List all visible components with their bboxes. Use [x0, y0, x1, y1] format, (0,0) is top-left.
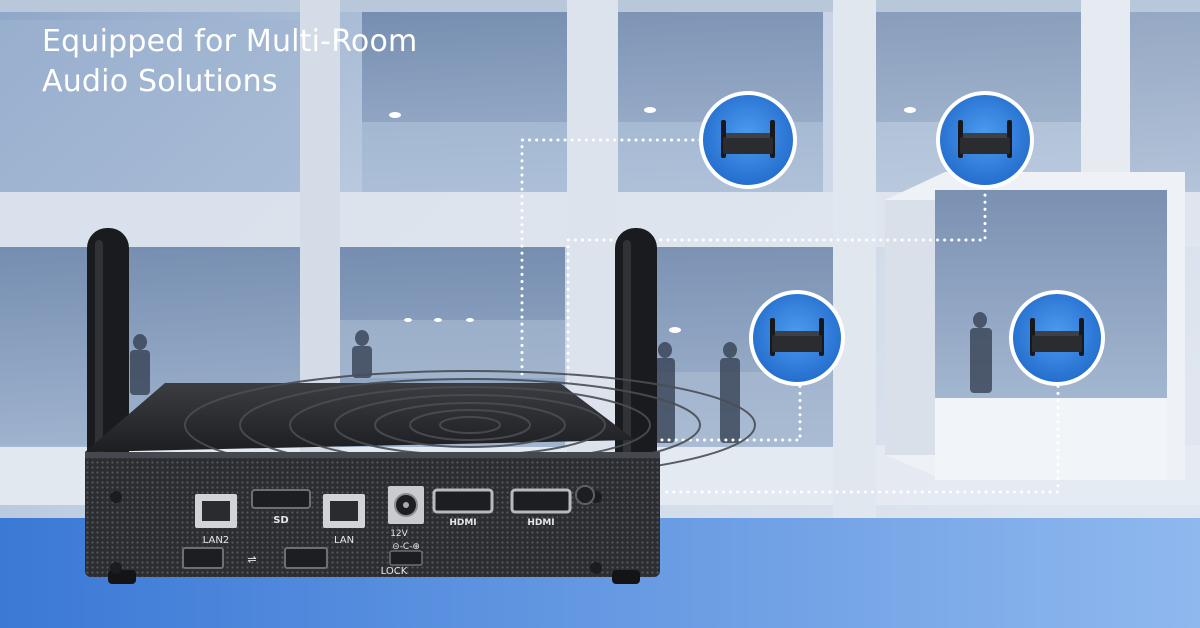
usb-icon: ⇌: [247, 553, 256, 566]
panel-screw: [575, 485, 595, 505]
headline-line-2: Audio Solutions: [42, 64, 278, 99]
usb-port-2: [284, 547, 328, 569]
polarity-icon: ⊝-C-⊕: [392, 542, 420, 552]
mini-device-icon: [960, 137, 1010, 154]
sd-icon: SD: [273, 515, 289, 526]
lan2-label: LAN2: [203, 535, 229, 546]
mini-device-icon: [723, 137, 773, 154]
hdmi-label-2: HDMI: [527, 518, 554, 528]
lock-label: LOCK: [381, 566, 408, 577]
mini-device-icon: [772, 335, 822, 352]
room-node-upper-left: [699, 91, 797, 189]
headline: Equipped for Multi-Room Audio Solutions: [42, 22, 417, 102]
headline-line-1: Equipped for Multi-Room: [42, 24, 418, 59]
room-node-lower-right: [1009, 290, 1105, 386]
sd-slot: [251, 489, 311, 509]
hdmi-port-1: [432, 488, 494, 514]
room-node-upper-right: [936, 91, 1034, 189]
hdmi-port-2: [510, 488, 572, 514]
power-label: 12V: [390, 529, 408, 539]
lan-label: LAN: [334, 535, 354, 546]
connector-lines: [520, 138, 1060, 494]
mini-device-icon: [1032, 335, 1082, 352]
streaming-device: LAN2 SD LAN 12V ⊝-C-⊕ HDMI HDMI ⇌ LOCK: [85, 228, 756, 584]
usb-port-1: [182, 547, 224, 569]
room-node-lower-middle: [749, 290, 845, 386]
device-lid: [85, 383, 635, 452]
hdmi-label-1: HDMI: [449, 518, 476, 528]
device-front-panel: [85, 452, 660, 577]
kensington-lock: [389, 550, 423, 566]
